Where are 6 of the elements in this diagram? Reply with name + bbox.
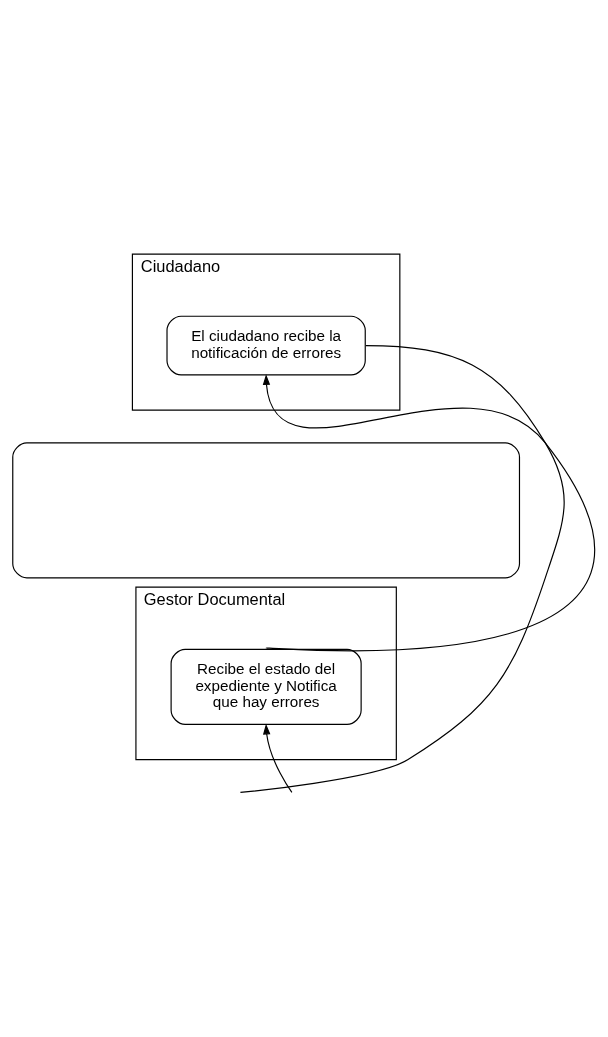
arrow xyxy=(263,723,293,793)
arrow xyxy=(262,373,596,651)
node-band xyxy=(12,441,521,578)
node-box: Recibe el estado del expediente y Notifica que hay errores xyxy=(170,648,362,725)
connector xyxy=(239,344,565,793)
node-box: El ciudadano recibe la notificación de errores xyxy=(166,315,366,375)
